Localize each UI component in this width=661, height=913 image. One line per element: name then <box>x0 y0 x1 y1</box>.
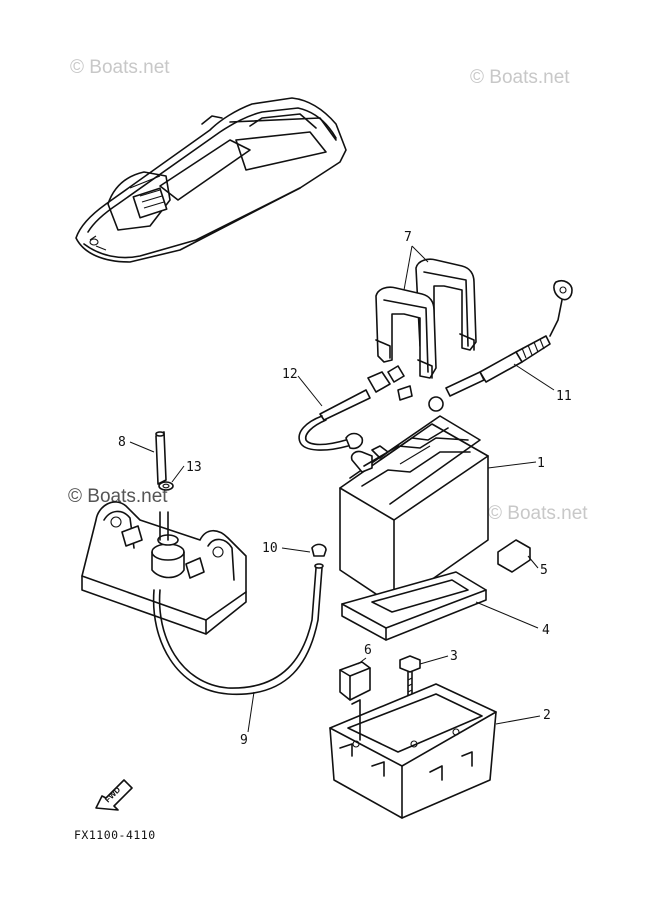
watercraft-overview <box>75 97 347 263</box>
watermark-middle-left: © Boats.net <box>68 486 168 507</box>
diagram-code: FX1100-4110 <box>74 828 156 842</box>
watermark-top-right: © Boats.net <box>470 67 570 88</box>
part-11-positive-lead <box>428 279 573 412</box>
callout-3: 3 <box>450 649 458 664</box>
part-4-mat <box>341 571 487 641</box>
part-6-damper <box>339 661 371 701</box>
callout-4: 4 <box>542 623 550 638</box>
part-10-band <box>311 543 327 557</box>
vent-bracket <box>81 501 247 635</box>
part-5-pad <box>497 539 531 573</box>
callout-7: 7 <box>404 230 412 245</box>
part-2-battery-box <box>329 683 497 819</box>
callout-10: 10 <box>262 541 278 556</box>
callout-6: 6 <box>364 643 372 658</box>
callout-13: 13 <box>186 460 202 475</box>
callout-5: 5 <box>540 563 548 578</box>
watermark-top-left: © Boats.net <box>70 57 170 78</box>
callout-9: 9 <box>240 733 248 748</box>
part-13-clip <box>158 481 174 491</box>
callout-2: 2 <box>543 708 551 723</box>
callout-11: 11 <box>556 389 572 404</box>
callout-12: 12 <box>282 367 298 382</box>
callout-8: 8 <box>118 435 126 450</box>
part-9-breather-hose <box>152 563 324 695</box>
part-7-battery-strap <box>375 258 477 379</box>
forward-arrow-icon: FWD <box>95 779 133 811</box>
leader-lines <box>129 245 555 733</box>
part-1-battery <box>339 415 489 607</box>
watermark-middle-right: © Boats.net <box>488 503 588 524</box>
callout-1: 1 <box>537 456 545 471</box>
part-8-breather-pipe <box>155 431 167 485</box>
part-12-negative-lead <box>298 365 413 451</box>
